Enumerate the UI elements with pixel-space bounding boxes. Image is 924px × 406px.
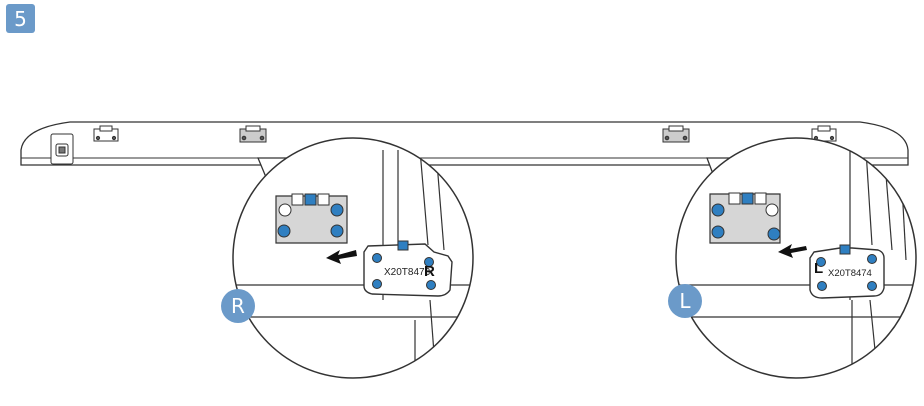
insert-arrow-left xyxy=(778,244,807,258)
callout-letter-left: L xyxy=(679,289,691,313)
mounting-slot-2 xyxy=(239,125,267,143)
part-code-left: X20T8474 xyxy=(828,268,872,279)
bracket-left: L X20T8474 xyxy=(809,244,885,299)
port-icon xyxy=(50,133,74,165)
bracket-plate-right xyxy=(275,193,348,244)
bracket-right: X20T8473 R xyxy=(363,240,453,297)
mounting-slot-3 xyxy=(662,125,690,143)
callout-letter-right: R xyxy=(231,294,245,318)
bracket-plate-left xyxy=(709,192,781,244)
mounting-slot-1 xyxy=(93,125,119,142)
callout-badge-left xyxy=(668,284,702,318)
step-number-badge: 5 xyxy=(6,4,35,33)
side-mark-left: L xyxy=(814,260,823,277)
callout-left: L X20T8474 L xyxy=(668,137,917,379)
insert-arrow-right xyxy=(326,250,357,264)
side-mark-right: R xyxy=(424,263,435,280)
part-code-right: X20T8473 xyxy=(384,267,431,278)
callout-right: X20T8473 R R xyxy=(221,137,474,379)
callout-badge-right xyxy=(221,289,255,323)
